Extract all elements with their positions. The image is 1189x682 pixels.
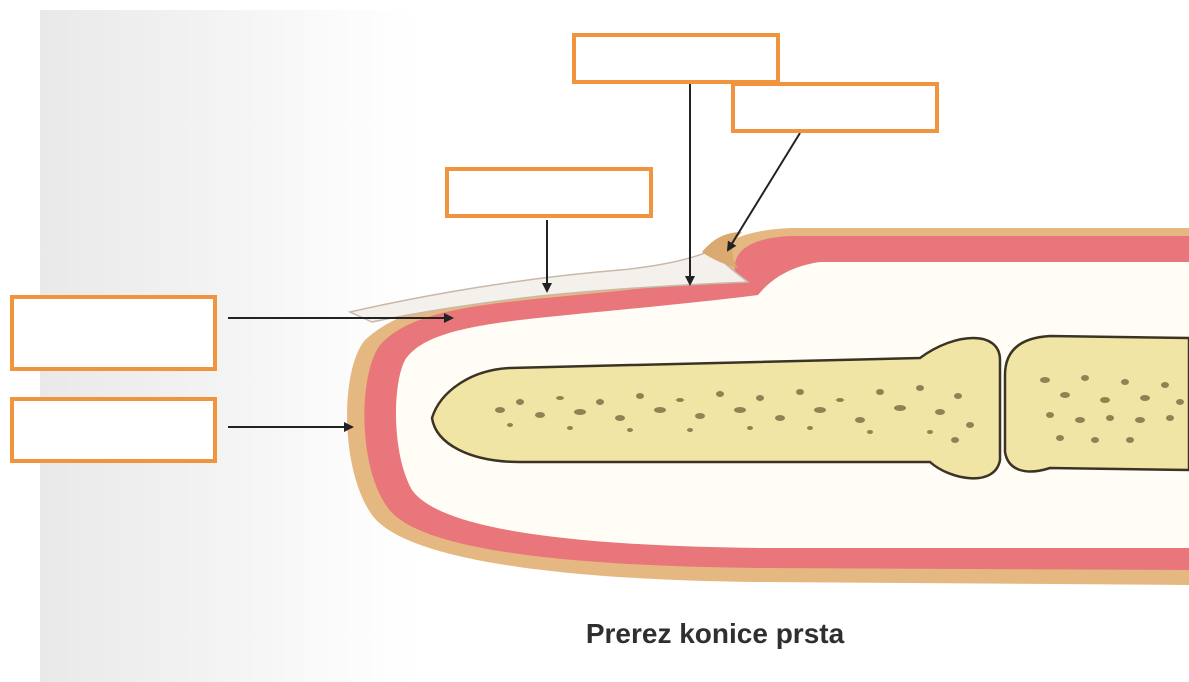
label-box-top-right[interactable] [731,82,939,133]
middle-phalanx [1005,336,1189,471]
label-box-left-lower[interactable] [10,397,217,463]
diagram-caption: Prerez konice prsta [540,618,890,650]
label-box-left-upper[interactable] [10,295,217,371]
label-box-middle[interactable] [445,167,653,218]
label-box-top[interactable] [572,33,780,84]
